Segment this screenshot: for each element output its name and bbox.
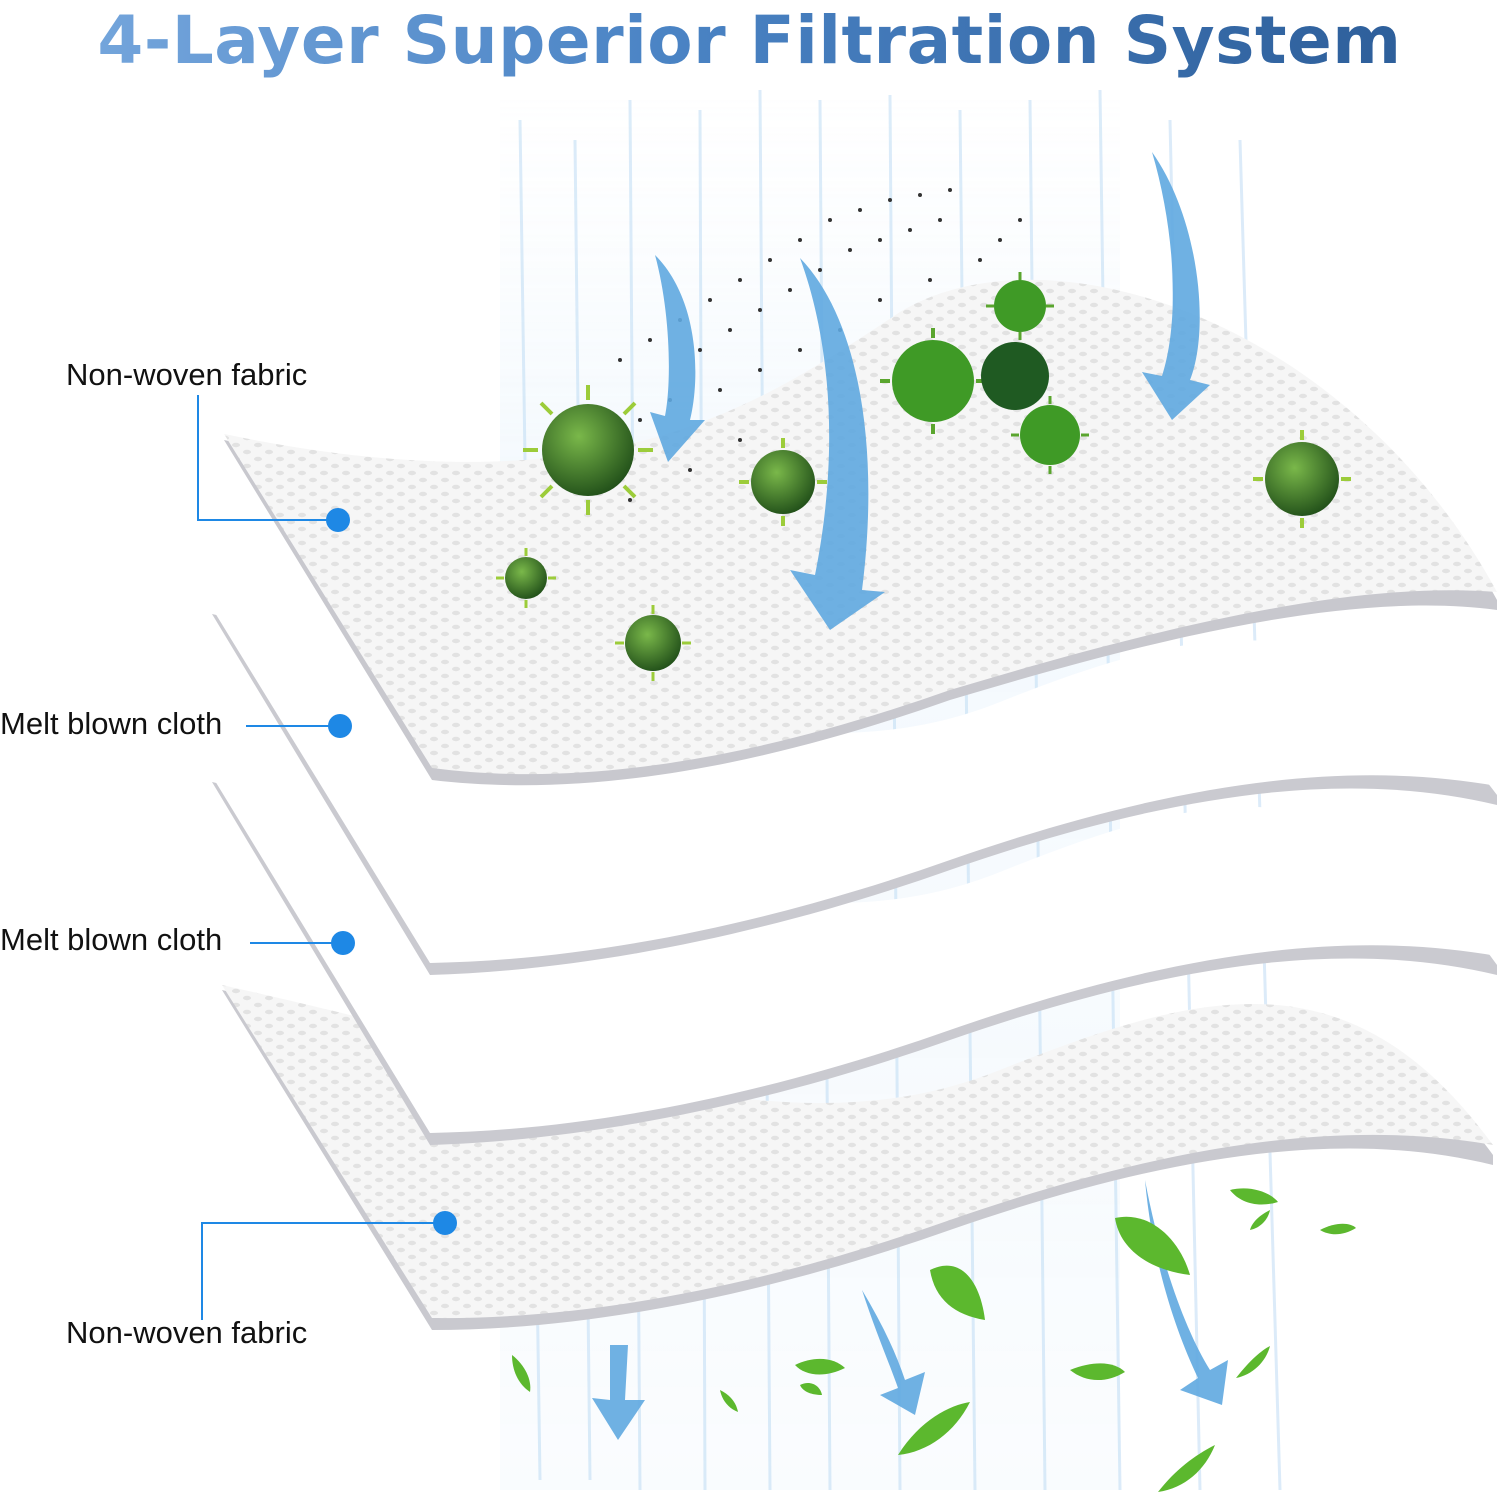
leaf-icon (720, 1390, 738, 1412)
virus-icon (496, 548, 556, 608)
layer-label-2: Melt blown cloth (0, 706, 223, 741)
virus-icon (615, 605, 691, 681)
virus-icon (986, 272, 1054, 340)
down-arrow-icon (862, 1290, 925, 1415)
leaf-icon (930, 1265, 985, 1320)
leaf-icon (800, 1383, 822, 1395)
callout-connectors (197, 395, 444, 1320)
leaf-icon (512, 1355, 531, 1392)
callout-dot-3 (331, 931, 355, 955)
callout-dots (326, 508, 457, 1235)
leaf-icon (1236, 1346, 1270, 1378)
connector-line-4 (201, 1222, 444, 1320)
virus-icon (1253, 430, 1351, 528)
leaf-icon (898, 1402, 970, 1455)
leaf-icon (1320, 1223, 1356, 1235)
down-arrow-icon (1145, 1180, 1228, 1405)
layer-label-4: Non-woven fabric (66, 1315, 308, 1350)
callout-dot-1 (326, 508, 350, 532)
down-arrow-icon (790, 258, 885, 630)
leaf-icon (795, 1358, 845, 1375)
airflow-arrows (592, 152, 1228, 1440)
down-arrow-icon (650, 255, 705, 462)
leaf-icon (1158, 1445, 1215, 1492)
virus-icon (1011, 396, 1089, 474)
leaf-icon (1250, 1210, 1270, 1230)
down-arrow-icon (592, 1345, 645, 1440)
leaf-icon (1070, 1363, 1125, 1381)
leaf-icon (1230, 1188, 1278, 1205)
callout-dot-2 (328, 714, 352, 738)
virus-particles (496, 272, 1351, 681)
down-arrow-icon (1142, 152, 1210, 420)
leaf-icon (1115, 1216, 1190, 1275)
virus-icon (523, 385, 653, 515)
leaves (512, 1188, 1356, 1492)
connector-line-1 (197, 395, 338, 521)
layer-label-1: Non-woven fabric (66, 357, 308, 392)
callout-dot-4 (433, 1211, 457, 1235)
virus-icon (981, 342, 1049, 410)
dust-particles (598, 188, 1022, 502)
virus-icon (739, 438, 827, 526)
layer-label-3: Melt blown cloth (0, 922, 223, 957)
diagram-title: 4-Layer Superior Filtration System (0, 2, 1499, 79)
